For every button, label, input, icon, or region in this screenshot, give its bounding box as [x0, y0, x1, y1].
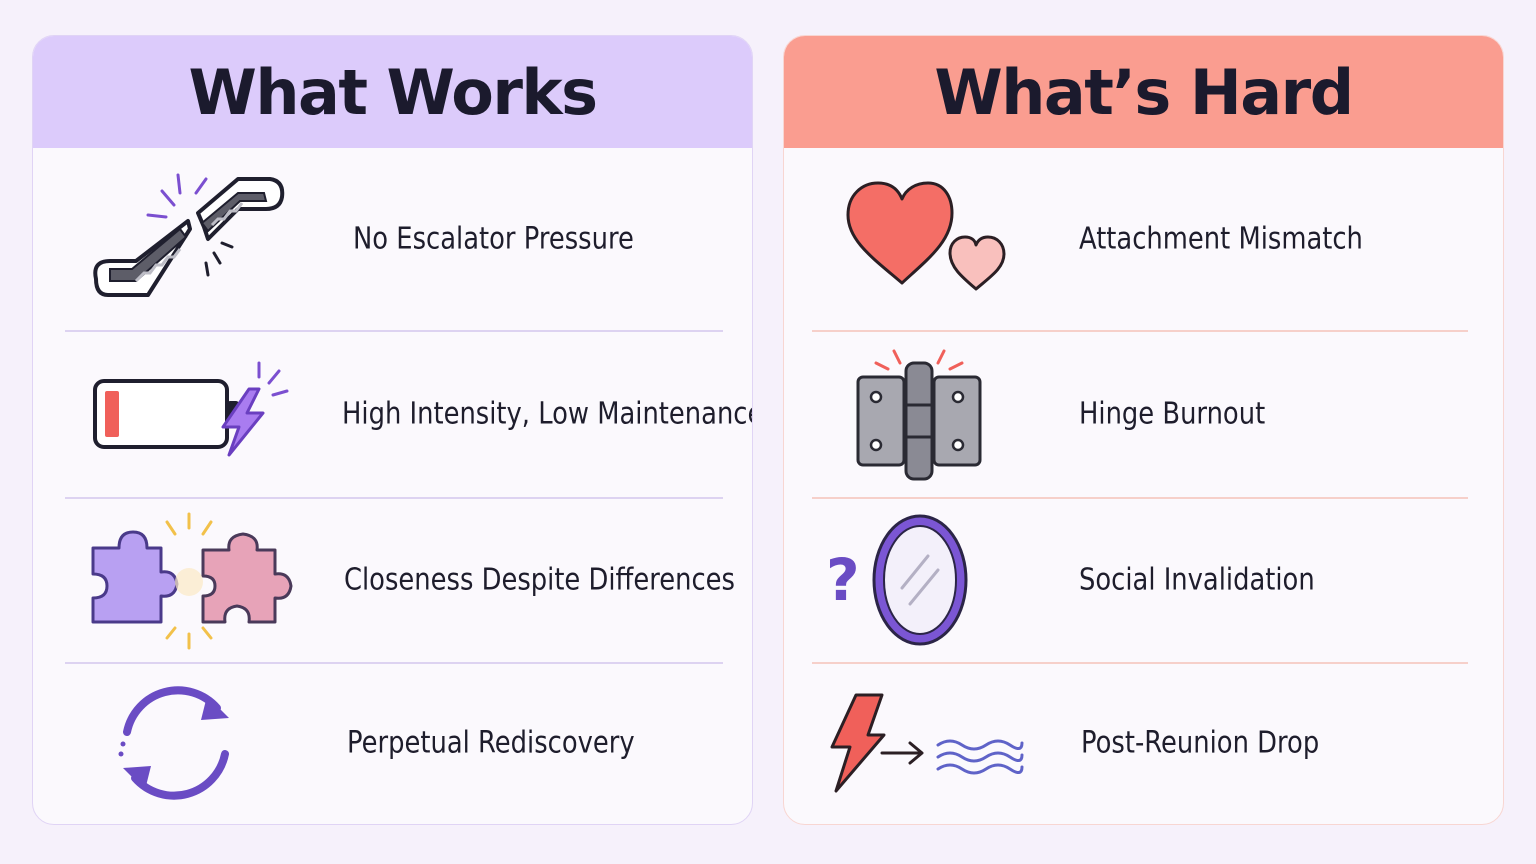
divider: [65, 497, 723, 499]
broken-escalator-icon: [93, 173, 285, 297]
whats-hard-list: Attachment Mismatch Hinge Burnout: [784, 148, 1503, 824]
list-item: Closeness Despite Differences: [33, 498, 752, 662]
what-works-title: What Works: [188, 55, 598, 129]
item-label: Attachment Mismatch: [1079, 221, 1363, 257]
divider: [812, 497, 1468, 499]
list-item: ? Social Invalidation: [784, 498, 1503, 662]
list-item: Post-Reunion Drop: [784, 663, 1503, 823]
divider: [65, 330, 723, 332]
hinge-icon: [856, 349, 982, 481]
list-item: High Intensity, Low Maintenance: [33, 331, 752, 497]
lightning-to-waves-icon: [830, 693, 1024, 793]
what-works-header: What Works: [33, 36, 752, 148]
item-label: Hinge Burnout: [1079, 396, 1266, 432]
two-hearts-icon: [846, 181, 1006, 291]
list-item: Attachment Mismatch: [784, 148, 1503, 330]
svg-text:?: ?: [826, 546, 860, 614]
what-works-panel: What Works No Escalator Pres: [32, 35, 753, 825]
whats-hard-header: What’s Hard: [784, 36, 1503, 148]
item-label: Closeness Despite Differences: [344, 562, 735, 598]
whats-hard-panel: What’s Hard Attachment Mismatch: [783, 35, 1504, 825]
item-label: Social Invalidation: [1079, 562, 1315, 598]
low-battery-lightning-icon: [93, 361, 289, 457]
divider: [65, 662, 723, 664]
item-label: Post-Reunion Drop: [1081, 725, 1320, 761]
list-item: Hinge Burnout: [784, 331, 1503, 497]
item-label: High Intensity, Low Maintenance: [342, 396, 753, 432]
puzzle-pieces-icon: [91, 512, 293, 650]
whats-hard-title: What’s Hard: [934, 55, 1354, 129]
item-label: Perpetual Rediscovery: [347, 725, 635, 761]
list-item: Perpetual Rediscovery: [33, 663, 752, 823]
divider: [812, 662, 1468, 664]
item-label: No Escalator Pressure: [353, 221, 634, 257]
mirror-question-icon: ?: [826, 514, 968, 646]
divider: [812, 330, 1468, 332]
what-works-list: No Escalator Pressure High Intensity, Lo…: [33, 148, 752, 824]
list-item: No Escalator Pressure: [33, 148, 752, 330]
refresh-cycle-icon: [118, 686, 229, 800]
